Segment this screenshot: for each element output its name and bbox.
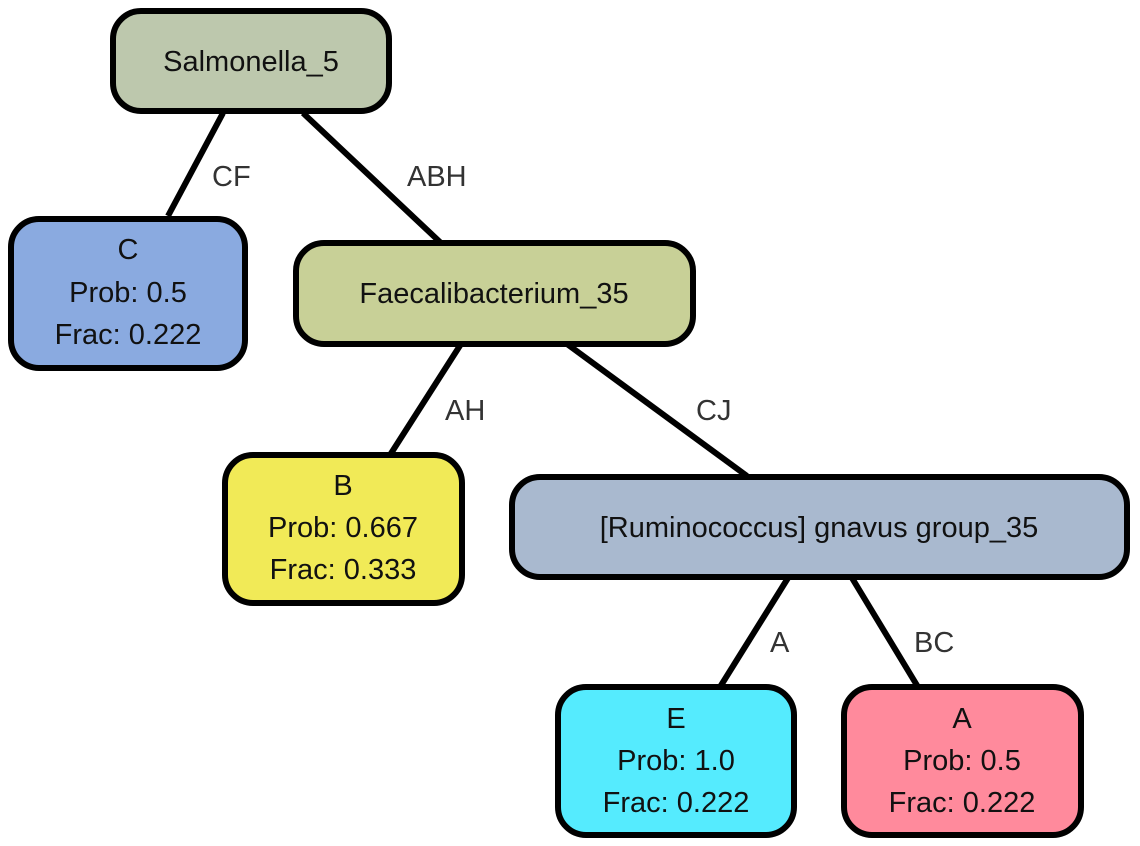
- edge-ruminococcus-to-a: [849, 576, 921, 689]
- edge-label-a: A: [770, 627, 790, 659]
- leaf-node-b-frac: Frac: 0.333: [270, 554, 417, 586]
- leaf-node-c-box: [8, 216, 248, 371]
- leaf-node-e: E Prob: 1.0 Frac: 0.222: [555, 684, 797, 838]
- leaf-node-a: A Prob: 0.5 Frac: 0.222: [841, 684, 1084, 838]
- leaf-node-a-box: [841, 684, 1084, 838]
- leaf-node-e-class: E: [666, 703, 685, 735]
- node-salmonella-label: Salmonella_5: [163, 46, 339, 78]
- leaf-node-b: B Prob: 0.667 Frac: 0.333: [222, 452, 465, 606]
- leaf-node-b-class: B: [333, 470, 352, 502]
- leaf-node-e-frac: Frac: 0.222: [603, 787, 750, 819]
- leaf-node-e-box: [555, 684, 797, 838]
- leaf-node-b-prob: Prob: 0.667: [268, 512, 418, 544]
- leaf-node-c-prob: Prob: 0.5: [69, 277, 187, 309]
- edge-label-ah: AH: [445, 395, 485, 427]
- node-faecalibacterium: Faecalibacterium_35: [293, 240, 696, 347]
- node-ruminococcus-label: [Ruminococcus] gnavus group_35: [600, 512, 1038, 544]
- edge-salmonella-to-faecalibacterium: [300, 110, 444, 246]
- leaf-node-c-frac: Frac: 0.222: [55, 319, 202, 351]
- leaf-node-b-box: [222, 452, 465, 606]
- leaf-node-c-class: C: [118, 234, 139, 266]
- node-faecalibacterium-box: [293, 240, 696, 347]
- edge-ruminococcus-to-e: [717, 576, 791, 689]
- edge-salmonella-to-c: [165, 111, 226, 218]
- edge-label-abh: ABH: [407, 161, 467, 193]
- edge-label-cj: CJ: [696, 395, 731, 427]
- edge-faecalibacterium-to-b: [387, 342, 464, 457]
- leaf-node-e-prob: Prob: 1.0: [617, 745, 735, 777]
- leaf-node-c: C Prob: 0.5 Frac: 0.222: [8, 216, 248, 371]
- edge-label-cf: CF: [212, 161, 251, 193]
- edge-label-bc: BC: [914, 627, 954, 659]
- node-salmonella: Salmonella_5: [110, 8, 392, 114]
- node-ruminococcus: [Ruminococcus] gnavus group_35: [509, 474, 1130, 580]
- node-ruminococcus-box: [509, 474, 1130, 580]
- leaf-node-a-frac: Frac: 0.222: [889, 787, 1036, 819]
- leaf-node-a-class: A: [952, 703, 972, 735]
- node-faecalibacterium-label: Faecalibacterium_35: [359, 278, 628, 310]
- node-salmonella-box: [110, 8, 392, 114]
- edge-faecalibacterium-to-ruminococcus: [565, 341, 749, 479]
- leaf-node-a-prob: Prob: 0.5: [903, 745, 1021, 777]
